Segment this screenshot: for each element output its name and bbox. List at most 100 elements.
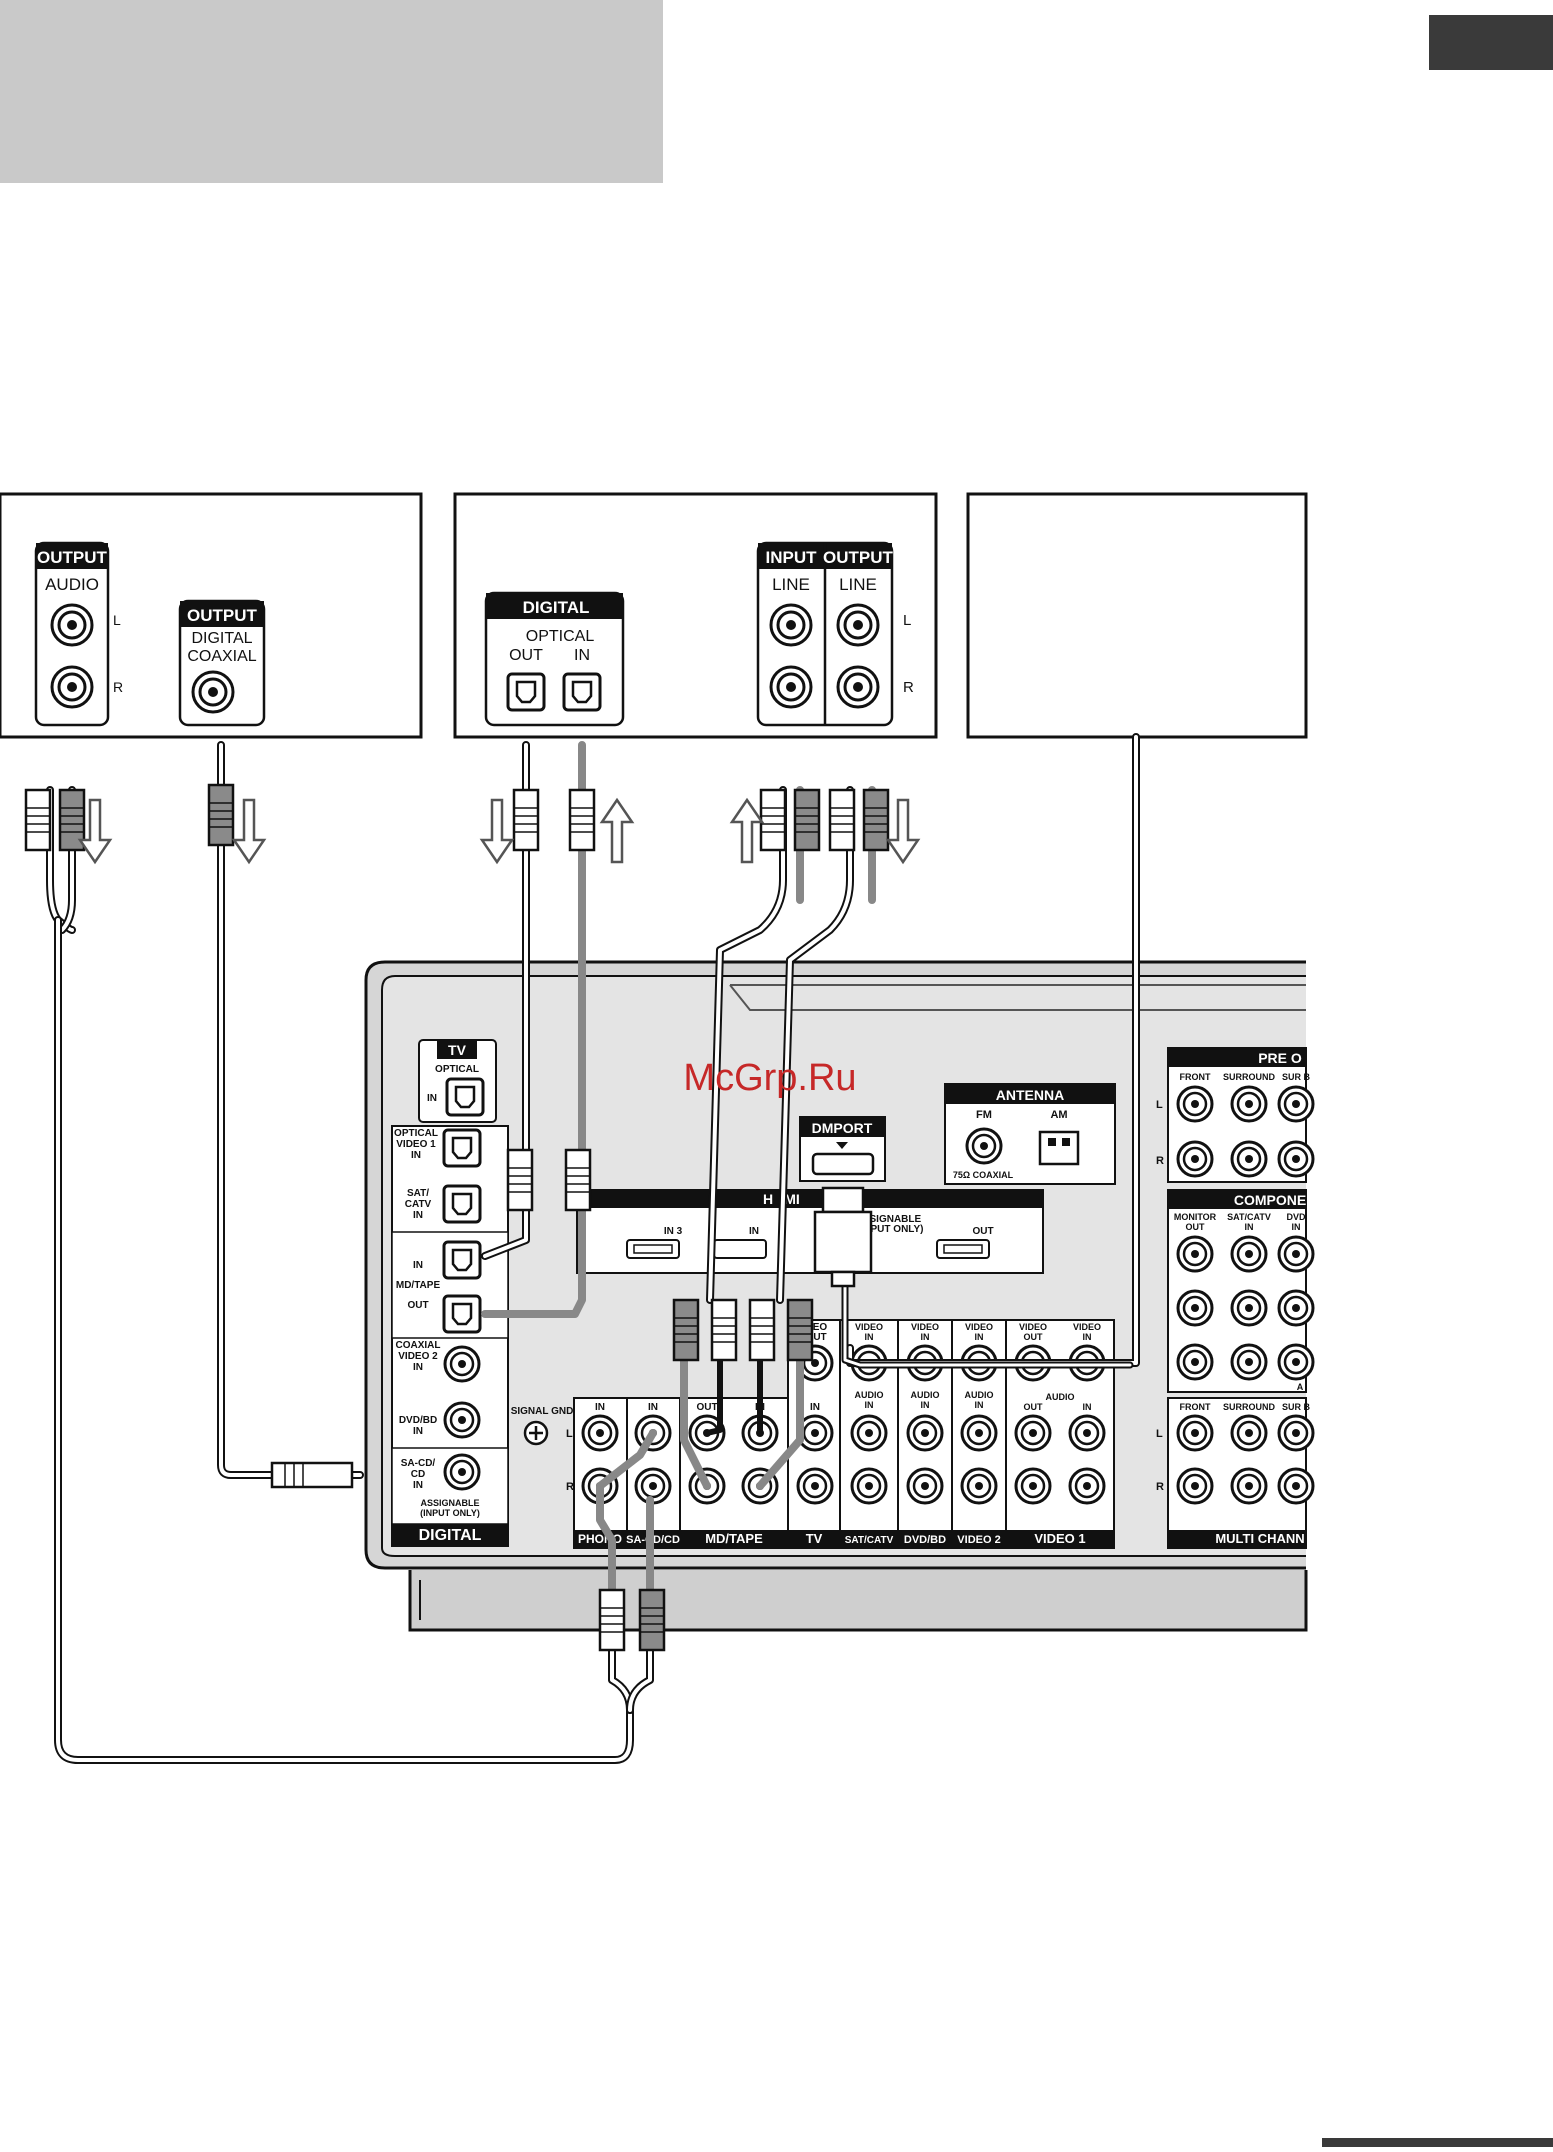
- coaxial-video2-in-jack[interactable]: [443, 1345, 481, 1383]
- tv-audio-r-jack[interactable]: [796, 1467, 834, 1505]
- l-label: L: [113, 612, 121, 628]
- line-out-l-jack[interactable]: [836, 603, 880, 647]
- optical-video1-in-jack[interactable]: [442, 1128, 482, 1168]
- mc-surb-l-jack[interactable]: [1277, 1414, 1315, 1452]
- digital-label: DIGITAL: [191, 630, 252, 647]
- component-sat-pr-jack[interactable]: [1230, 1343, 1268, 1381]
- mdtape-footer: MD/TAPE: [705, 1531, 763, 1546]
- dmport-port[interactable]: [811, 1152, 875, 1176]
- assignable-label: ASSIGNABLE: [420, 1498, 479, 1508]
- dvd-audio-r-jack[interactable]: [906, 1467, 944, 1505]
- pre-surb-r-jack[interactable]: [1277, 1140, 1315, 1178]
- component-dvd-label: IN: [1292, 1222, 1301, 1232]
- video1-audio-in-r-jack[interactable]: [1068, 1467, 1106, 1505]
- line-in-label: LINE: [772, 575, 810, 594]
- dvd-audio-in-label: AUDIO: [911, 1390, 940, 1400]
- video1-audio-out-l-jack[interactable]: [1014, 1414, 1052, 1452]
- fm-antenna-jack[interactable]: [965, 1127, 1003, 1165]
- optical-cable-out: [481, 741, 586, 1318]
- video1-audio-out-r-jack[interactable]: [1014, 1467, 1052, 1505]
- sat-audio-in-label: AUDIO: [855, 1390, 884, 1400]
- line-in-l-jack[interactable]: [769, 603, 813, 647]
- optical-label: OPTICAL: [526, 628, 595, 645]
- optical-in-jack[interactable]: [562, 672, 602, 712]
- line-in-r-jack[interactable]: [769, 665, 813, 709]
- optical-mdtape-out-jack[interactable]: [442, 1294, 482, 1334]
- optical-out-jack[interactable]: [506, 672, 546, 712]
- coaxial-output-jack[interactable]: [191, 670, 235, 714]
- plug-optical-out: [512, 788, 540, 852]
- mc-surb-r-jack[interactable]: [1277, 1467, 1315, 1505]
- pre-front-l-jack[interactable]: [1176, 1085, 1214, 1123]
- l-label: L: [566, 1428, 573, 1440]
- line-out-label: LINE: [839, 575, 877, 594]
- pre-surb-label: SUR B: [1282, 1072, 1311, 1082]
- video1-audio-out-label: OUT: [1024, 1402, 1044, 1412]
- optical-mdtape-in-jack[interactable]: [442, 1240, 482, 1280]
- video1-footer: VIDEO 1: [1034, 1531, 1085, 1546]
- mc-surround-l-jack[interactable]: [1230, 1414, 1268, 1452]
- coaxial-dvd-bd-in-jack[interactable]: [443, 1401, 481, 1439]
- mc-surround-r-jack[interactable]: [1230, 1467, 1268, 1505]
- sat-audio-l-jack[interactable]: [850, 1414, 888, 1452]
- audio-output-header: OUTPUT: [37, 548, 108, 567]
- component-monitor-y-jack[interactable]: [1176, 1235, 1214, 1273]
- sat-audio-r-jack[interactable]: [850, 1467, 888, 1505]
- phono-l-jack[interactable]: [581, 1414, 619, 1452]
- hdmi-assignable-label: INPUT ONLY): [861, 1224, 924, 1235]
- am-antenna-terminal[interactable]: [1038, 1130, 1080, 1166]
- component-monitor-pb-jack[interactable]: [1176, 1289, 1214, 1327]
- hdmi-header-fragment: MI: [784, 1191, 800, 1207]
- video2-video-in-label: IN: [975, 1332, 984, 1342]
- tv-optical-label: OPTICAL: [435, 1064, 479, 1075]
- video1-audio-in-label: IN: [1083, 1402, 1092, 1412]
- pre-surb-l-jack[interactable]: [1277, 1085, 1315, 1123]
- component-dvd-pb-jack[interactable]: [1277, 1289, 1315, 1327]
- plug-sacd-r: [638, 1588, 666, 1652]
- audio-output-r-jack[interactable]: [50, 665, 94, 709]
- audio-output-l-jack[interactable]: [50, 603, 94, 647]
- arrow-down: [77, 798, 113, 865]
- monitor-out-label: MONITOR: [1174, 1212, 1217, 1222]
- mc-front-r-jack[interactable]: [1176, 1467, 1214, 1505]
- pre-front-r-jack[interactable]: [1176, 1140, 1214, 1178]
- hdmi-in2-port[interactable]: [713, 1239, 767, 1259]
- component-sat-y-jack[interactable]: [1230, 1235, 1268, 1273]
- video2-audio-l-jack[interactable]: [960, 1414, 998, 1452]
- fm-coaxial-label: 75Ω COAXIAL: [953, 1170, 1014, 1180]
- line-out-r-jack[interactable]: [836, 665, 880, 709]
- dvd-video-in-label: VIDEO: [911, 1322, 939, 1332]
- r-label: R: [566, 1481, 574, 1493]
- component-dvd-y-jack[interactable]: [1277, 1235, 1315, 1273]
- video1-audio-in-l-jack[interactable]: [1068, 1414, 1106, 1452]
- mc-front-l-jack[interactable]: [1176, 1414, 1214, 1452]
- arrow-up: [599, 797, 635, 864]
- plug-mdtape-b: [710, 1298, 738, 1362]
- audio-label: AUDIO: [45, 575, 99, 594]
- multi-channel-footer: MULTI CHANN: [1215, 1531, 1304, 1546]
- plug-line-out-l: [828, 788, 856, 852]
- coaxial-video2-label: VIDEO 2: [398, 1351, 438, 1362]
- pre-surround-r-jack[interactable]: [1230, 1140, 1268, 1178]
- tv-optical-in-jack[interactable]: [445, 1077, 485, 1117]
- digital-header: DIGITAL: [523, 598, 590, 617]
- l-label: L: [1156, 1428, 1163, 1440]
- video2-audio-r-jack[interactable]: [960, 1467, 998, 1505]
- optical-sat-catv-in-jack[interactable]: [442, 1184, 482, 1224]
- r-label: R: [903, 679, 914, 696]
- component-sat-pb-jack[interactable]: [1230, 1289, 1268, 1327]
- mc-front-label: FRONT: [1180, 1402, 1211, 1412]
- sat-catv-footer: SAT/CATV: [845, 1535, 894, 1546]
- optical-in-label: IN: [574, 647, 590, 664]
- l-label: L: [903, 612, 911, 629]
- device-3-box: [966, 492, 1308, 739]
- video1-video-out-label: OUT: [1024, 1332, 1044, 1342]
- component-monitor-pr-jack[interactable]: [1176, 1343, 1214, 1381]
- pre-surround-l-jack[interactable]: [1230, 1085, 1268, 1123]
- plug-mdtape-a: [672, 1298, 700, 1362]
- component-dvd-pr-jack[interactable]: [1277, 1343, 1315, 1381]
- video-fragment: UT: [813, 1332, 826, 1343]
- coaxial-sacd-cd-in-jack[interactable]: [443, 1453, 481, 1491]
- dvd-bd-footer: DVD/BD: [904, 1534, 946, 1546]
- dvd-audio-l-jack[interactable]: [906, 1414, 944, 1452]
